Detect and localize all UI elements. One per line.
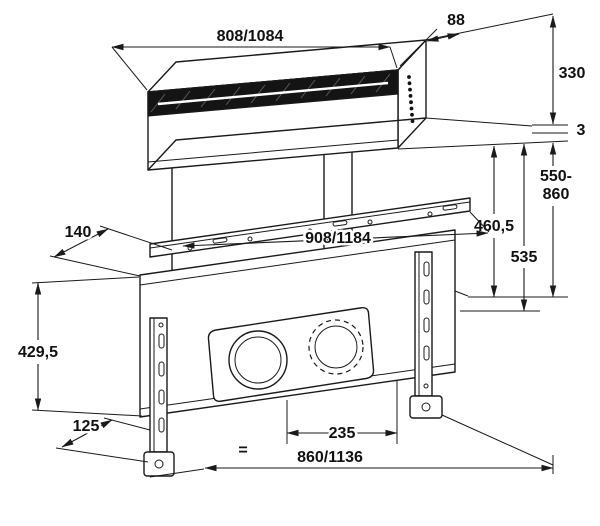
dim-panel-height: 429,5 [15,276,143,417]
dim-bottom-width: 860/1136 [149,414,554,478]
right-bracket [409,251,443,419]
glass-reflection [157,81,389,106]
dim-mid-height-label: 535 [511,249,538,266]
dim-foot-depth: 125 [55,416,151,463]
dim-head-height: 330 [549,15,588,125]
dim-head-height-label: 330 [559,65,586,82]
duct-outlet-right [308,319,364,375]
dimension-lines: 808/1084 88 330 3 550- 860 [15,10,588,478]
dim-foot-depth-label: 125 [73,418,100,435]
dim-top-depth: 88 [399,10,554,67]
dim-height-range-label-2: 860 [543,186,570,203]
dim-rail-depth-label: 140 [65,224,92,241]
duct-outlet-left [228,330,288,390]
dim-panel-height-label: 429,5 [18,344,58,361]
dim-rail-width: 908/1184 [182,211,490,250]
control-led-column-icon [407,75,415,123]
dim-mid-height: 535 [508,143,540,312]
right-bracket-foot [409,395,443,419]
dim-inner-height: 460,5 [471,145,517,298]
dim-worktop-gap: 3 [425,117,588,142]
dim-rail-width-label: 908/1184 [305,230,371,247]
dim-top-width: 808/1084 [111,26,398,91]
dim-height-range: 550- 860 [537,142,575,298]
left-bracket [143,317,175,477]
dim-top-width-label: 808/1084 [217,28,284,45]
dim-outlet-spacing: 235 [286,380,398,445]
dim-bottom-width-label: 860/1136 [297,449,363,466]
hood-head [147,39,427,171]
dim-outlet-spacing-label: 235 [329,425,356,442]
dim-top-depth-label: 88 [447,12,465,29]
left-bracket-foot [143,451,175,477]
equal-spacing-mark: = [238,442,247,459]
dim-worktop-gap-label: 3 [577,122,586,139]
dim-inner-height-label: 460,5 [474,218,514,235]
dim-height-range-label-1: 550- [540,168,572,185]
duct-outlet-plate [207,307,375,402]
dim-rail-depth: 140 [49,222,173,277]
